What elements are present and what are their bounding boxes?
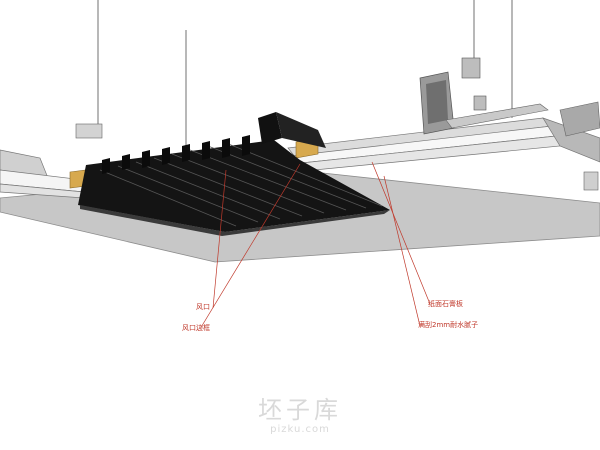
vent-grille [78, 112, 390, 236]
leader-lines [199, 161, 431, 330]
right-board-layers [287, 117, 600, 173]
annotation-vent-frame: 风口边框 [182, 324, 210, 332]
annotation-gypsum-board: 纸面石膏板 [428, 300, 463, 308]
leader-gypsum-board [371, 161, 431, 305]
watermark-title: 坯子库 [258, 396, 342, 424]
steel-keel [75, 57, 600, 191]
left-board-layers [0, 149, 85, 199]
annotation-vent: 风口 [196, 303, 210, 311]
watermark-url: pizku.com [270, 424, 330, 435]
hanging-rods [97, 0, 513, 150]
annotation-putty: 满刮2mm耐水腻子 [418, 321, 479, 329]
leader-putty [383, 175, 421, 327]
wood-blocks [69, 137, 319, 189]
watermark: 坯子库 pizku.com [0, 398, 600, 435]
leader-vent-frame [199, 163, 301, 330]
leader-vent [212, 169, 227, 309]
